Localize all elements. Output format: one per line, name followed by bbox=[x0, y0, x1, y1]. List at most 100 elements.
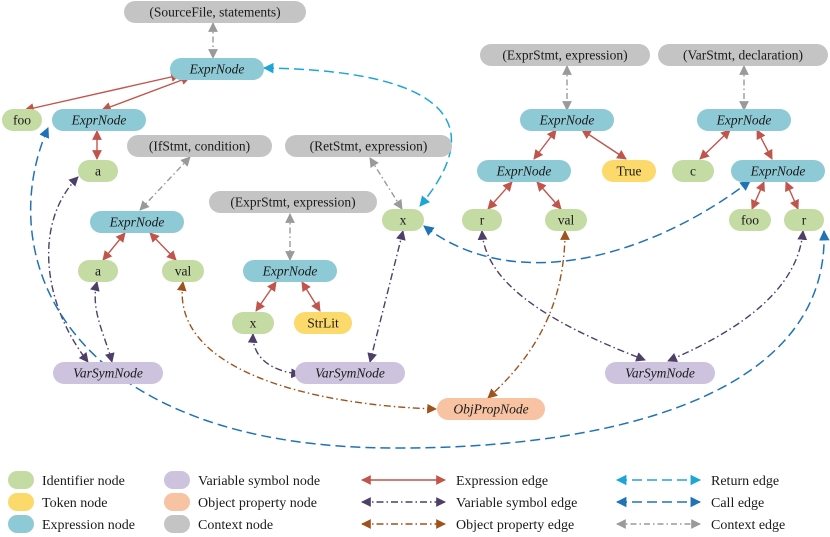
node-label: ExprNode bbox=[109, 215, 165, 230]
node-label: x bbox=[250, 316, 257, 331]
node-shape bbox=[90, 211, 184, 233]
node-label: (VarStmt, declaration) bbox=[683, 48, 803, 63]
expression-edge bbox=[699, 129, 731, 160]
legend-swatch-expression bbox=[8, 515, 34, 533]
node-label: VarSymNode bbox=[73, 366, 143, 381]
expression-edge bbox=[101, 75, 191, 112]
expression-edge bbox=[536, 181, 562, 210]
variable-symbol-edge bbox=[247, 333, 301, 379]
node-shape bbox=[520, 109, 614, 131]
node-shape bbox=[697, 109, 791, 131]
varsym-node-left: VarSymNode bbox=[53, 362, 163, 384]
node-label: ObjPropNode bbox=[453, 402, 528, 417]
expression-node-right-2: ExprNode bbox=[477, 160, 571, 182]
node-label: (ExprStmt, expression) bbox=[230, 195, 355, 210]
node-label: (RetStmt, expression) bbox=[310, 139, 428, 154]
node-label: r bbox=[802, 213, 807, 228]
node-label: StrLit bbox=[307, 316, 339, 331]
call-edge bbox=[29, 127, 830, 449]
node-label: ExprNode bbox=[189, 62, 245, 77]
node-label: r bbox=[480, 213, 485, 228]
identifier-node-val-right: val bbox=[545, 209, 587, 231]
node-shape bbox=[232, 312, 274, 334]
node-shape bbox=[294, 312, 352, 334]
node-shape bbox=[162, 260, 204, 282]
expression-edge bbox=[487, 181, 513, 210]
legend-label-variable-symbol-node: Variable symbol node bbox=[198, 474, 320, 489]
node-label: ExprNode bbox=[750, 164, 806, 179]
identifier-node-a-if: a bbox=[78, 260, 118, 282]
expression-edge bbox=[756, 129, 773, 160]
expression-edge bbox=[24, 72, 181, 113]
context-node-sourcefile: (SourceFile, statements) bbox=[124, 1, 306, 23]
node-label: (IfStmt, condition) bbox=[149, 139, 250, 154]
context-node-exprstmt-right: (ExprStmt, expression) bbox=[480, 44, 650, 66]
expression-edge bbox=[581, 129, 627, 160]
context-node-ifstmt: (IfStmt, condition) bbox=[127, 135, 272, 157]
legend-label-call-edge: Call edge bbox=[711, 496, 764, 511]
node-label: VarSymNode bbox=[315, 366, 385, 381]
node-shape bbox=[658, 44, 828, 66]
context-edge bbox=[139, 156, 191, 211]
expression-edge bbox=[533, 129, 557, 160]
node-shape bbox=[731, 160, 825, 182]
node-shape bbox=[2, 109, 42, 131]
identifier-node-foo-left: foo bbox=[2, 109, 42, 131]
object-property-edge bbox=[176, 281, 437, 414]
expression-node-right-1: ExprNode bbox=[520, 109, 614, 131]
variable-symbol-edge bbox=[667, 230, 808, 363]
identifier-node-val-if: val bbox=[162, 260, 204, 282]
node-label: ExprNode bbox=[716, 113, 772, 128]
legend-label-context-node: Context node bbox=[198, 518, 273, 533]
expression-node-top: ExprNode bbox=[170, 58, 264, 80]
variable-symbol-edge bbox=[477, 230, 646, 362]
identifier-node-c: c bbox=[672, 160, 714, 182]
legend-label-object-property-node: Object property node bbox=[198, 496, 317, 511]
legend-swatch-context bbox=[164, 515, 190, 533]
node-label: ExprNode bbox=[71, 113, 127, 128]
node-shape bbox=[382, 209, 424, 231]
context-node-retstmt: (RetStmt, expression) bbox=[285, 135, 452, 157]
node-shape bbox=[127, 135, 272, 157]
node-shape bbox=[729, 209, 771, 231]
legend-swatch-identifier bbox=[8, 471, 34, 489]
node-shape bbox=[602, 160, 656, 182]
token-node-true: True bbox=[602, 160, 656, 182]
node-shape bbox=[672, 160, 714, 182]
node-shape bbox=[209, 191, 377, 213]
legend-swatch-token bbox=[8, 493, 34, 511]
objprop-node: ObjPropNode bbox=[437, 398, 545, 420]
identifier-node-r-right: r bbox=[462, 209, 502, 231]
node-shape bbox=[52, 109, 146, 131]
node-shape bbox=[480, 44, 650, 66]
expression-node-mid: ExprNode bbox=[243, 260, 337, 282]
node-label: VarSymNode bbox=[625, 366, 695, 381]
legend-label-object-property-edge: Object property edge bbox=[456, 518, 574, 533]
expression-edge bbox=[785, 181, 799, 210]
node-shape bbox=[477, 160, 571, 182]
node-shape bbox=[285, 135, 452, 157]
expression-edge bbox=[255, 281, 277, 312]
expression-edge bbox=[751, 181, 765, 210]
context-node-varstmt: (VarStmt, declaration) bbox=[658, 44, 828, 66]
expression-node-var-2: ExprNode bbox=[731, 160, 825, 182]
node-label: c bbox=[690, 164, 696, 179]
expression-edge bbox=[102, 232, 126, 261]
expression-node-if: ExprNode bbox=[90, 211, 184, 233]
node-shape bbox=[78, 260, 118, 282]
legend-swatch-variable-symbol bbox=[164, 471, 190, 489]
node-shape bbox=[243, 260, 337, 282]
node-label: True bbox=[616, 164, 641, 179]
identifier-node-a-top: a bbox=[78, 160, 118, 182]
node-shape bbox=[784, 209, 824, 231]
legend-label-return-edge: Return edge bbox=[711, 474, 779, 489]
edges bbox=[24, 22, 830, 449]
context-node-exprstmt-mid: (ExprStmt, expression) bbox=[209, 191, 377, 213]
legend-label-context-edge: Context edge bbox=[711, 518, 785, 533]
node-label: foo bbox=[741, 213, 759, 228]
expression-node-var-1: ExprNode bbox=[697, 109, 791, 131]
node-label: ExprNode bbox=[496, 164, 552, 179]
object-property-edge bbox=[487, 230, 570, 399]
nodes: (SourceFile, statements) (IfStmt, condit… bbox=[2, 1, 828, 420]
node-shape bbox=[124, 1, 306, 23]
